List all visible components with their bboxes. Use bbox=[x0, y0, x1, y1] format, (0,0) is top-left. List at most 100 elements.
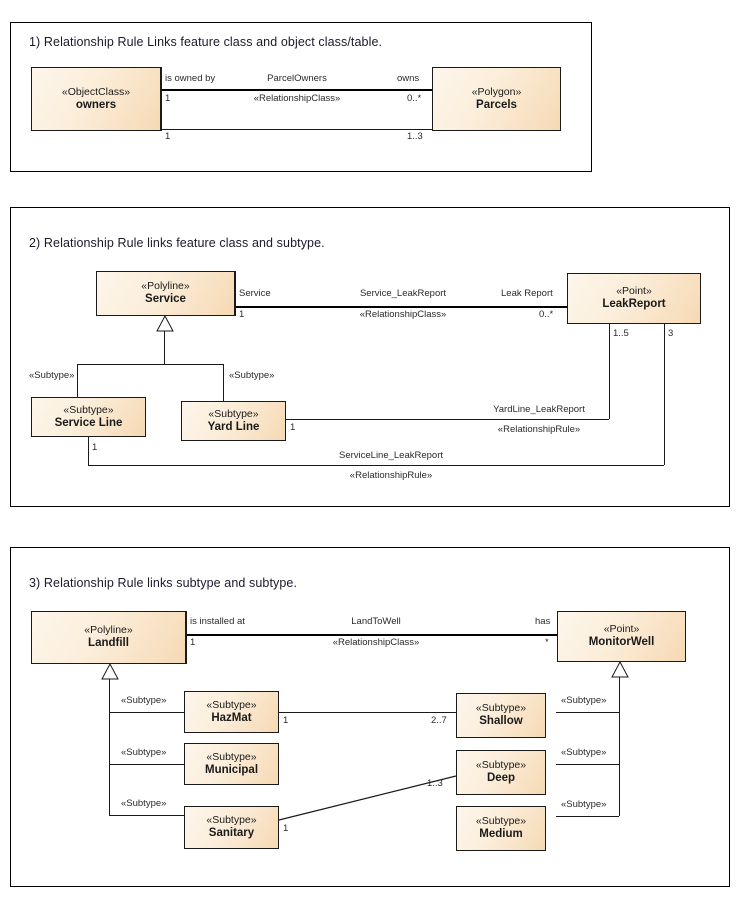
association-left-multiplicity: 1 bbox=[190, 637, 196, 648]
rule-line-sanitary-deep bbox=[278, 775, 457, 821]
subtype-label-hazmat: «Subtype» bbox=[121, 695, 167, 706]
uml-class-parcels[interactable]: «Polygon» Parcels bbox=[432, 67, 561, 131]
uml-class-deep[interactable]: «Subtype» Deep bbox=[456, 750, 546, 795]
association-stereotype: «RelationshipClass» bbox=[359, 309, 447, 320]
association-stereotype: «RelationshipClass» bbox=[253, 93, 341, 104]
rule-multiplicity-deep: 1..3 bbox=[427, 778, 443, 789]
class-name: Shallow bbox=[479, 715, 523, 728]
class-name: Service bbox=[145, 293, 186, 306]
generalization-stem bbox=[164, 331, 165, 364]
class-stereotype: «Subtype» bbox=[206, 814, 257, 827]
class-name: Yard Line bbox=[207, 420, 260, 433]
rule-stereotype-yardline-leakreport: «RelationshipRule» bbox=[497, 424, 581, 435]
panel-relationship-rule-object-class: 1) Relationship Rule Links feature class… bbox=[10, 22, 592, 172]
uml-class-service-line[interactable]: «Subtype» Service Line bbox=[31, 397, 146, 437]
subtype-label-municipal: «Subtype» bbox=[121, 747, 167, 758]
association-left-stub bbox=[186, 611, 187, 664]
association-right-stub bbox=[557, 611, 558, 662]
rule-multiplicity-yardline: 1 bbox=[290, 422, 296, 433]
class-name: Service Line bbox=[54, 416, 123, 429]
class-stereotype: «Subtype» bbox=[475, 815, 527, 828]
uml-class-monitorwell[interactable]: «Point» MonitorWell bbox=[557, 611, 686, 662]
association-right-stub bbox=[567, 273, 568, 324]
rule-line-serviceline-leakreport bbox=[88, 465, 664, 466]
panel-title: 2) Relationship Rule links feature class… bbox=[29, 236, 325, 250]
class-stereotype: «Point» bbox=[603, 623, 640, 636]
subtype-branch-deep bbox=[556, 764, 619, 765]
subtype-label-service-line: «Subtype» bbox=[29, 370, 75, 381]
association-stereotype: «RelationshipClass» bbox=[332, 637, 420, 648]
uml-class-medium[interactable]: «Subtype» Medium bbox=[456, 806, 546, 851]
class-name: MonitorWell bbox=[588, 636, 655, 649]
class-name: Sanitary bbox=[208, 827, 255, 840]
class-stereotype: «Subtype» bbox=[63, 403, 114, 416]
association-name: Service_LeakReport bbox=[359, 288, 447, 299]
association-line bbox=[161, 89, 432, 91]
rule-stereotype-serviceline-leakreport: «RelationshipRule» bbox=[349, 470, 433, 481]
subtype-drop-yard-line bbox=[223, 364, 224, 401]
uml-class-municipal[interactable]: «Subtype» Municipal bbox=[184, 743, 279, 785]
association-left-stub bbox=[235, 271, 236, 316]
class-stereotype: «Subtype» bbox=[475, 702, 527, 715]
association-left-role: is installed at bbox=[190, 616, 245, 627]
class-name: owners bbox=[75, 98, 117, 111]
rule-multiplicity-shallow: 2..7 bbox=[431, 715, 447, 726]
rule-riser-serviceline-leakreport bbox=[664, 324, 665, 465]
subtype-branch-municipal bbox=[109, 764, 184, 765]
association-name: ParcelOwners bbox=[267, 73, 327, 84]
class-name: Municipal bbox=[204, 763, 259, 776]
association-right-stub bbox=[432, 67, 433, 131]
subtype-branch-sanitary bbox=[109, 815, 184, 816]
rule-multiplicity-sanitary: 1 bbox=[283, 823, 289, 834]
subtype-label-deep: «Subtype» bbox=[561, 747, 607, 758]
association-left-role: is owned by bbox=[165, 73, 216, 84]
panel-title: 3) Relationship Rule links subtype and s… bbox=[29, 576, 298, 590]
rule-multiplicity-leakreport-1: 1..5 bbox=[613, 328, 629, 339]
rule-name-serviceline-leakreport: ServiceLine_LeakReport bbox=[338, 450, 444, 461]
rule-line-hazmat-shallow bbox=[279, 712, 456, 713]
subtype-trunk-monitorwell bbox=[619, 677, 620, 816]
class-name: Parcels bbox=[476, 98, 517, 111]
association-left-multiplicity: 1 bbox=[165, 93, 171, 104]
uml-class-hazmat[interactable]: «Subtype» HazMat bbox=[184, 691, 279, 733]
class-stereotype: «Subtype» bbox=[475, 759, 527, 772]
rule-name-yardline-leakreport: YardLine_LeakReport bbox=[493, 404, 585, 415]
class-stereotype: «Polygon» bbox=[471, 85, 522, 98]
uml-class-owners[interactable]: «ObjectClass» owners bbox=[31, 67, 161, 131]
uml-class-service[interactable]: «Polyline» Service bbox=[96, 271, 235, 316]
subtype-label-shallow: «Subtype» bbox=[561, 695, 607, 706]
rule-multiplicity-serviceline: 1 bbox=[92, 442, 98, 453]
panel-relationship-rule-subtype: 2) Relationship Rule links feature class… bbox=[10, 207, 730, 507]
association-line bbox=[235, 306, 567, 308]
association-left-role: Service bbox=[239, 288, 271, 299]
class-stereotype: «Subtype» bbox=[208, 407, 259, 420]
subtype-branch-shallow bbox=[556, 712, 619, 713]
class-stereotype: «Polyline» bbox=[141, 280, 190, 293]
association-left-stub bbox=[161, 67, 162, 131]
class-stereotype: «Subtype» bbox=[206, 750, 257, 763]
rule-line-yardline-leakreport bbox=[286, 419, 609, 420]
uml-class-leakreport[interactable]: «Point» LeakReport bbox=[567, 273, 701, 324]
panel-relationship-rule-subtype-subtype: 3) Relationship Rule links subtype and s… bbox=[10, 547, 730, 887]
uml-class-landfill[interactable]: «Polyline» Landfill bbox=[31, 611, 186, 664]
association-name: LandToWell bbox=[351, 616, 401, 627]
class-name: Medium bbox=[479, 828, 523, 841]
subtype-trunk-landfill bbox=[109, 679, 110, 815]
class-name: Landfill bbox=[88, 637, 129, 650]
rule-multiplicity-leakreport-2: 3 bbox=[668, 328, 674, 339]
class-stereotype: «Subtype» bbox=[206, 698, 257, 711]
association-left-multiplicity: 1 bbox=[239, 309, 245, 320]
subtype-label-medium: «Subtype» bbox=[561, 799, 607, 810]
association-line bbox=[186, 634, 557, 636]
class-stereotype: «Point» bbox=[616, 285, 652, 298]
association-right-role: owns bbox=[397, 73, 420, 84]
subtype-drop-service-line bbox=[77, 364, 78, 397]
rule-right-multiplicity: 1..3 bbox=[407, 131, 423, 142]
uml-class-yard-line[interactable]: «Subtype» Yard Line bbox=[181, 401, 286, 441]
subtype-label-sanitary: «Subtype» bbox=[121, 798, 167, 809]
uml-class-sanitary[interactable]: «Subtype» Sanitary bbox=[184, 806, 279, 849]
association-right-role: Leak Report bbox=[501, 288, 553, 299]
uml-class-shallow[interactable]: «Subtype» Shallow bbox=[456, 693, 546, 738]
relationship-rule-line bbox=[161, 129, 432, 130]
